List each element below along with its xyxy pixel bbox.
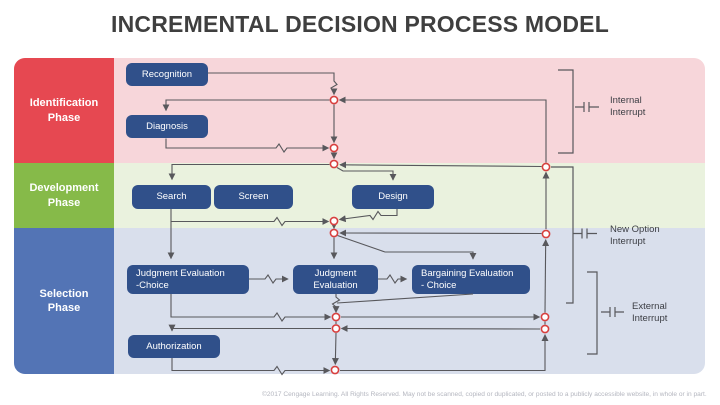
- node-judgment-evaluation: Judgment Evaluation: [293, 265, 378, 294]
- node-screen: Screen: [214, 185, 293, 209]
- node-authorization: Authorization: [128, 335, 220, 358]
- internal-interrupt-label: Internal Interrupt: [610, 95, 646, 119]
- page-title: INCREMENTAL DECISION PROCESS MODEL: [111, 11, 609, 37]
- selection-band: [14, 228, 705, 374]
- node-recognition: Recognition: [126, 63, 208, 86]
- node-design: Design: [352, 185, 434, 209]
- phase-label-identification: Identification Phase: [14, 58, 114, 163]
- identification-band: [14, 58, 705, 163]
- new-option-interrupt-label: New Option Interrupt: [610, 224, 660, 248]
- node-judgment-evaluation-choice: Judgment Evaluation -Choice: [127, 265, 249, 294]
- external-interrupt-label: External Interrupt: [632, 301, 668, 325]
- phase-label-selection: Selection Phase: [14, 228, 114, 374]
- node-diagnosis: Diagnosis: [126, 115, 208, 138]
- diagram-background: Identification Phase Development Phase S…: [14, 58, 705, 374]
- node-search: Search: [132, 185, 211, 209]
- node-bargaining-evaluation-choice: Bargaining Evaluation - Choice: [412, 265, 530, 294]
- copyright-text: ©2017 Cengage Learning. All Rights Reser…: [262, 391, 707, 398]
- phase-label-development: Development Phase: [14, 163, 114, 228]
